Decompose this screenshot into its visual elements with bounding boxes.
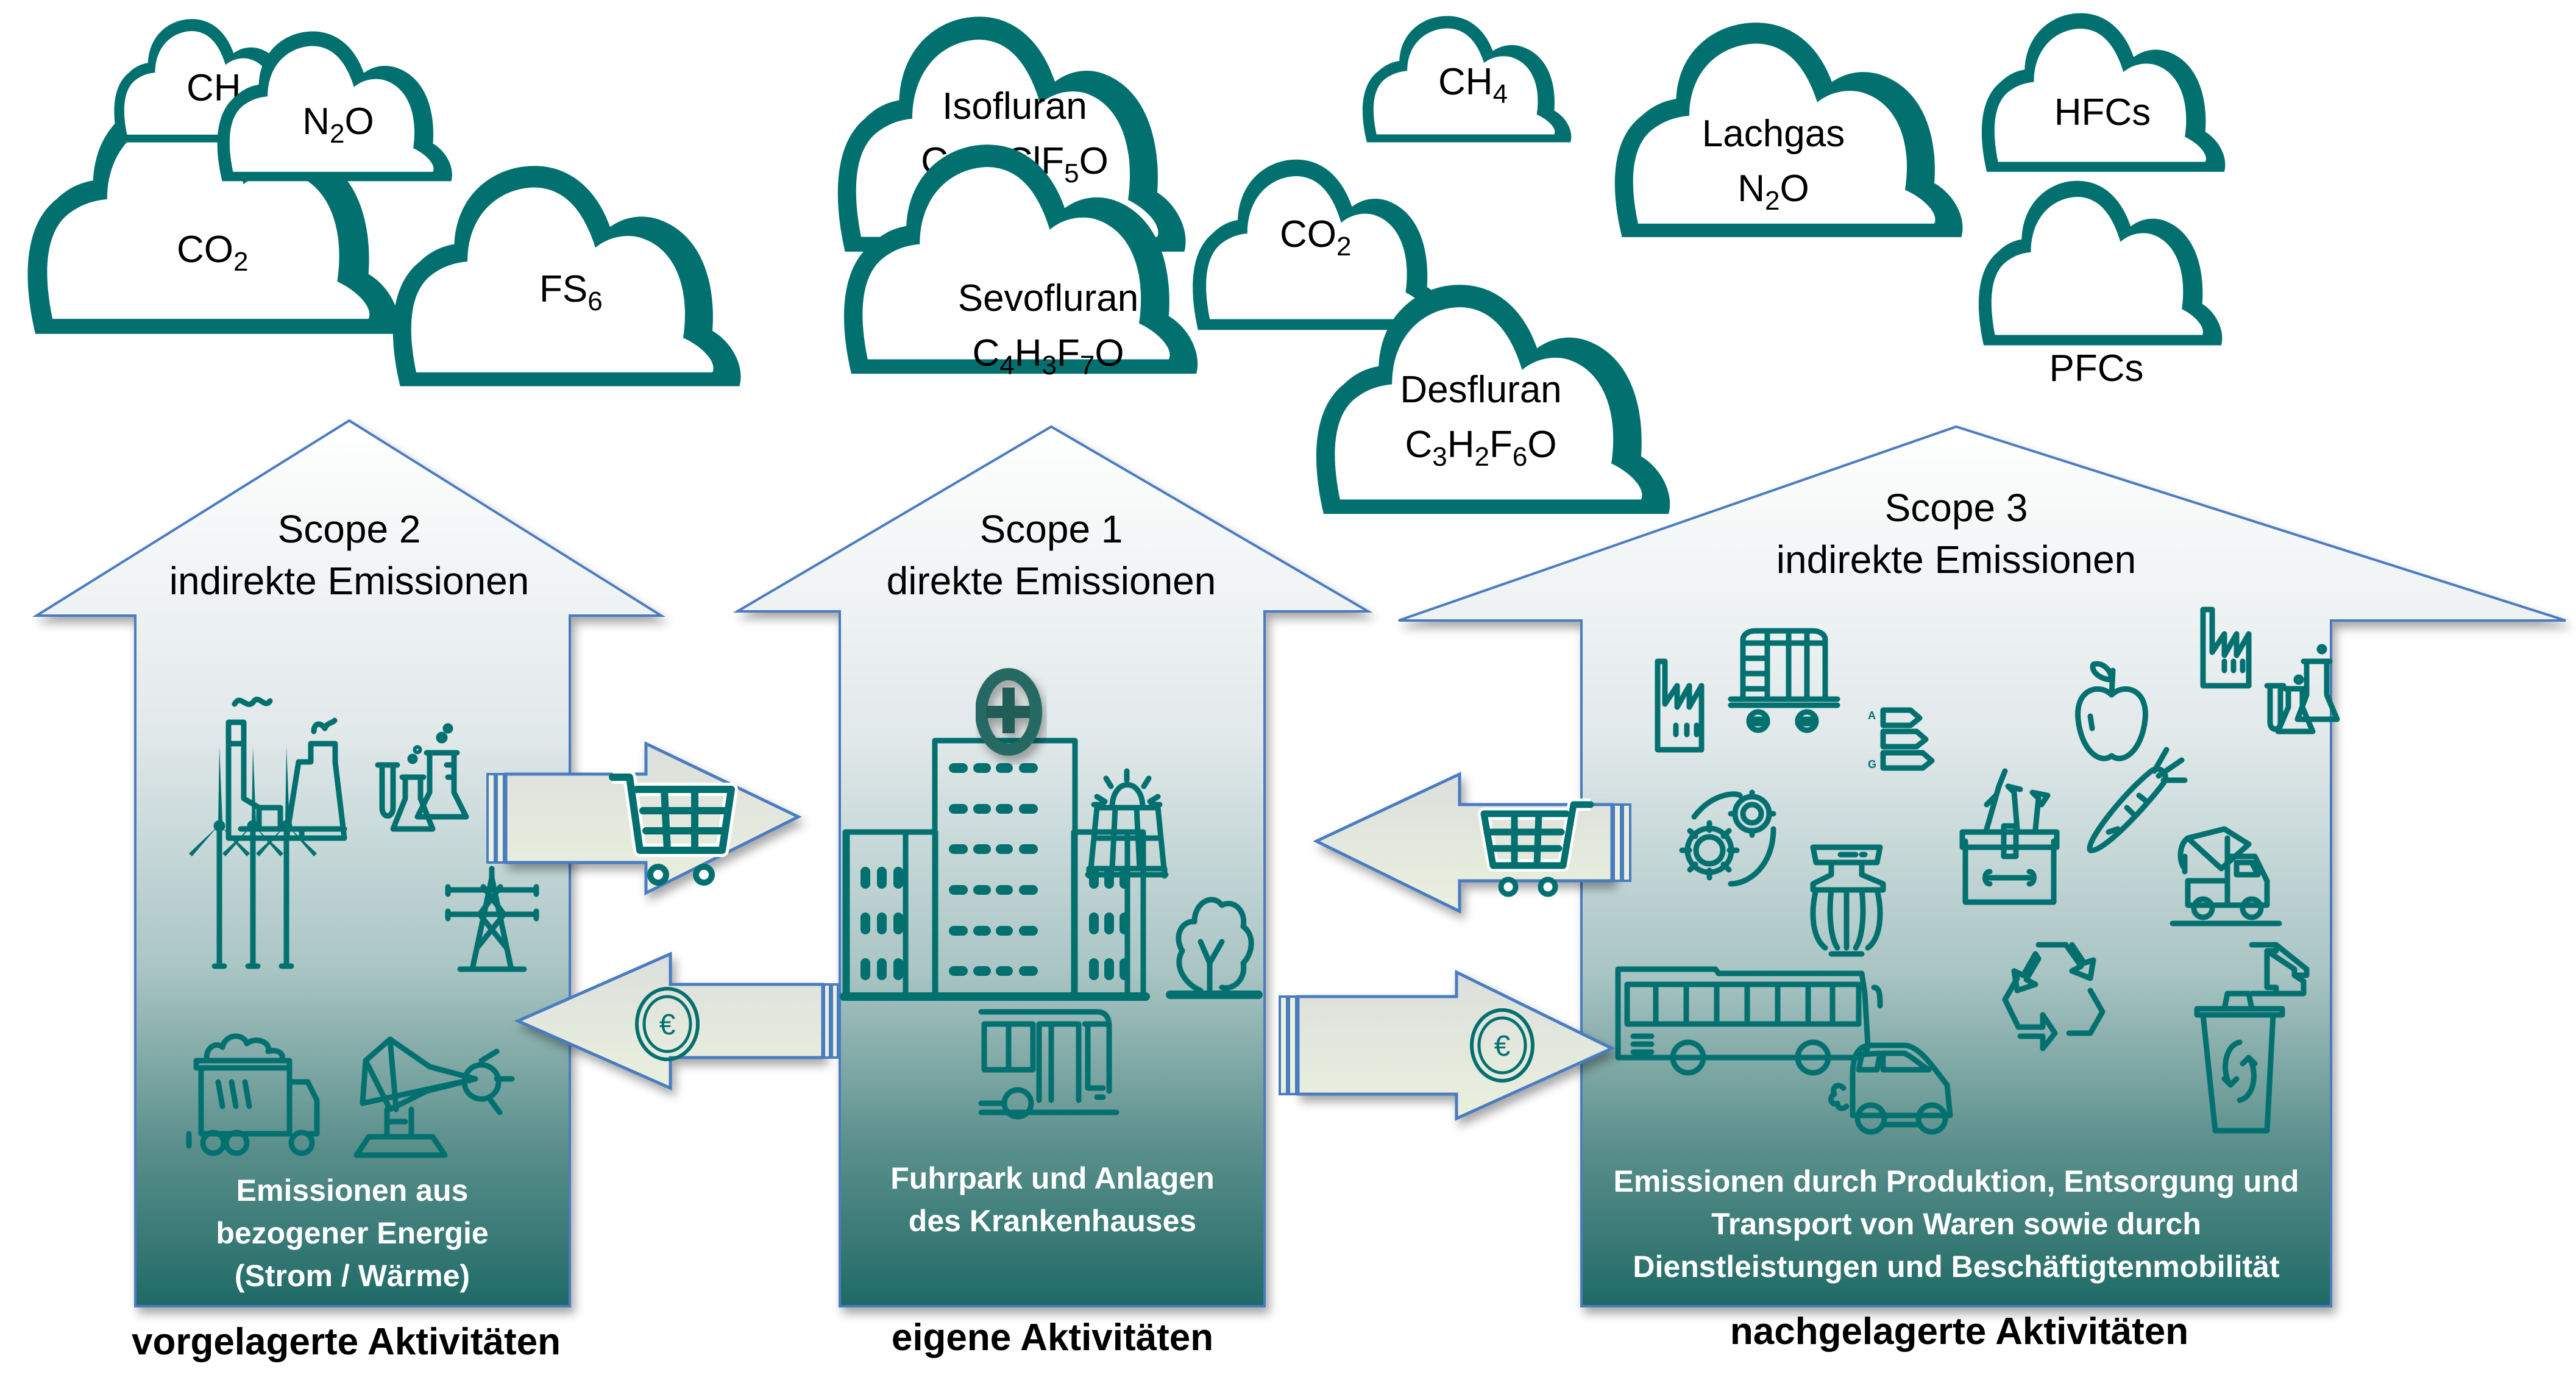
scope2-description: Emissionen aus bezogener Energie (Strom … [216, 1173, 488, 1293]
scope3-footer: nachgelagerte Aktivitäten [1730, 1311, 2188, 1353]
svg-text:Fuhrpark und Anlagen: Fuhrpark und Anlagen [890, 1161, 1215, 1195]
payment-arrow-right [1279, 969, 1616, 1121]
factory-icon [1655, 658, 1705, 753]
cloud-formula: C3H2F6O [1405, 424, 1556, 472]
scope3-arrow [1398, 425, 2566, 1307]
recycling-bin-icon [2194, 991, 2285, 1134]
cloud-name: Sevofluran [958, 277, 1138, 319]
svg-text:Dienstleistungen und Beschäfti: Dienstleistungen und Beschäftigtenmobili… [1633, 1250, 2280, 1284]
scope2-title: Scope 2 [278, 507, 421, 551]
cloud-ch4-center: CH4 [1362, 16, 1572, 143]
scope1-title: Scope 1 [980, 507, 1123, 551]
medical-cross-icon [975, 668, 1042, 756]
bucket-wheel-excavator-icon [353, 1036, 515, 1158]
apple-icon [2075, 661, 2148, 761]
shopping-cart-icon [609, 770, 738, 886]
cloud-label: CO2 [177, 229, 248, 277]
scope2-arrow [32, 419, 665, 1307]
scope3-description: Emissionen durch Produktion, Entsorgung … [1614, 1164, 2299, 1284]
concrete-mixer-truck-icon [2170, 826, 2282, 927]
toolbox-icon [1959, 768, 2060, 905]
svg-text:€: € [659, 1009, 676, 1041]
solar-panel-icon [1085, 768, 1169, 879]
energy-label-icon: A G [1868, 707, 1935, 771]
scope1-footer: eigene Aktivitäten [892, 1317, 1213, 1359]
scope2-subtitle: indirekte Emissionen [169, 559, 530, 603]
cloud-name: Lachgas [1702, 113, 1845, 155]
svg-text:€: € [1494, 1030, 1511, 1062]
svg-text:Transport von Waren sowie durc: Transport von Waren sowie durch [1711, 1207, 2201, 1241]
payment-arrow-left [514, 951, 839, 1090]
cloud-label: CO2 [1280, 213, 1351, 261]
euro-coin-icon: € [635, 987, 700, 1061]
cloud-formula: C4H3F7O [972, 332, 1124, 380]
scope2-footer: vorgelagerte Aktivitäten [132, 1321, 561, 1363]
cloud-co2-center: CO2 [1193, 159, 1448, 330]
freight-wagon-icon [1728, 628, 1840, 733]
cloud-name: Desfluran [1400, 369, 1561, 411]
carrot-icon [2087, 747, 2188, 853]
chemistry-flasks-icon [375, 723, 469, 832]
svg-text:bezogener Energie: bezogener Energie [216, 1216, 488, 1250]
factory-icon [2200, 606, 2252, 689]
cloud-label: FS6 [539, 268, 603, 316]
chemistry-flasks-icon [2264, 644, 2340, 734]
cloud-lachgas: Lachgas N2O [1614, 23, 1963, 237]
cloud-label: PFCs [2049, 347, 2144, 389]
svg-text:(Strom / Wärme): (Strom / Wärme) [235, 1259, 470, 1293]
shopping-cart-icon [1478, 798, 1594, 897]
cloud-n2o: N2O [217, 31, 452, 182]
wind-turbines-icon [189, 747, 317, 969]
cloud-label: N2O [302, 101, 374, 149]
cloud-fs6: FS6 [392, 166, 741, 386]
tree-icon [1166, 897, 1263, 999]
car-icon [1828, 1042, 1953, 1135]
scope1-description: Fuhrpark und Anlagen des Krankenhauses [890, 1161, 1215, 1238]
recycle-icon [2002, 942, 2106, 1051]
gears-icon [1679, 789, 1776, 887]
hospital-building-icon [840, 738, 1150, 1001]
power-pylon-icon [445, 866, 539, 972]
cloud-label: HFCs [2054, 91, 2151, 133]
svg-text:G: G [1868, 758, 1876, 770]
scope1-subtitle: direkte Emissionen [887, 559, 1216, 603]
cloud-name: Isofluran [942, 85, 1087, 127]
svg-text:A: A [1868, 710, 1876, 722]
cloud-desfluran: Desfluran C3H2F6O [1316, 285, 1670, 514]
cloud-co2-left: CO2 [27, 96, 399, 334]
coal-truck-icon [186, 1033, 320, 1156]
steel-beam-icon [2249, 942, 2310, 997]
svg-text:Emissionen aus: Emissionen aus [236, 1173, 469, 1208]
cloud-sevofluran: Sevofluran C4H3F7O [843, 144, 1198, 380]
scope1-arrow [733, 425, 1373, 1307]
scope3-title: Scope 3 [1885, 486, 2028, 530]
cloud-formula: N2O [1737, 168, 1809, 216]
euro-coin-icon: € [1470, 1008, 1535, 1083]
svg-text:des Krankenhauses: des Krankenhauses [909, 1204, 1196, 1238]
svg-text:Emissionen durch Produktion, E: Emissionen durch Produktion, Entsorgung … [1614, 1164, 2299, 1198]
cloud-label: CH4 [1438, 61, 1508, 109]
cloud-hfcs: HFCs [1981, 13, 2226, 172]
scope3-subtitle: indirekte Emissionen [1776, 538, 2137, 582]
power-plant-icon [222, 697, 347, 838]
grabber-icon [1810, 844, 1886, 957]
cloud-pfcs: PFCs [1978, 180, 2223, 389]
bus-icon [978, 1009, 1119, 1120]
